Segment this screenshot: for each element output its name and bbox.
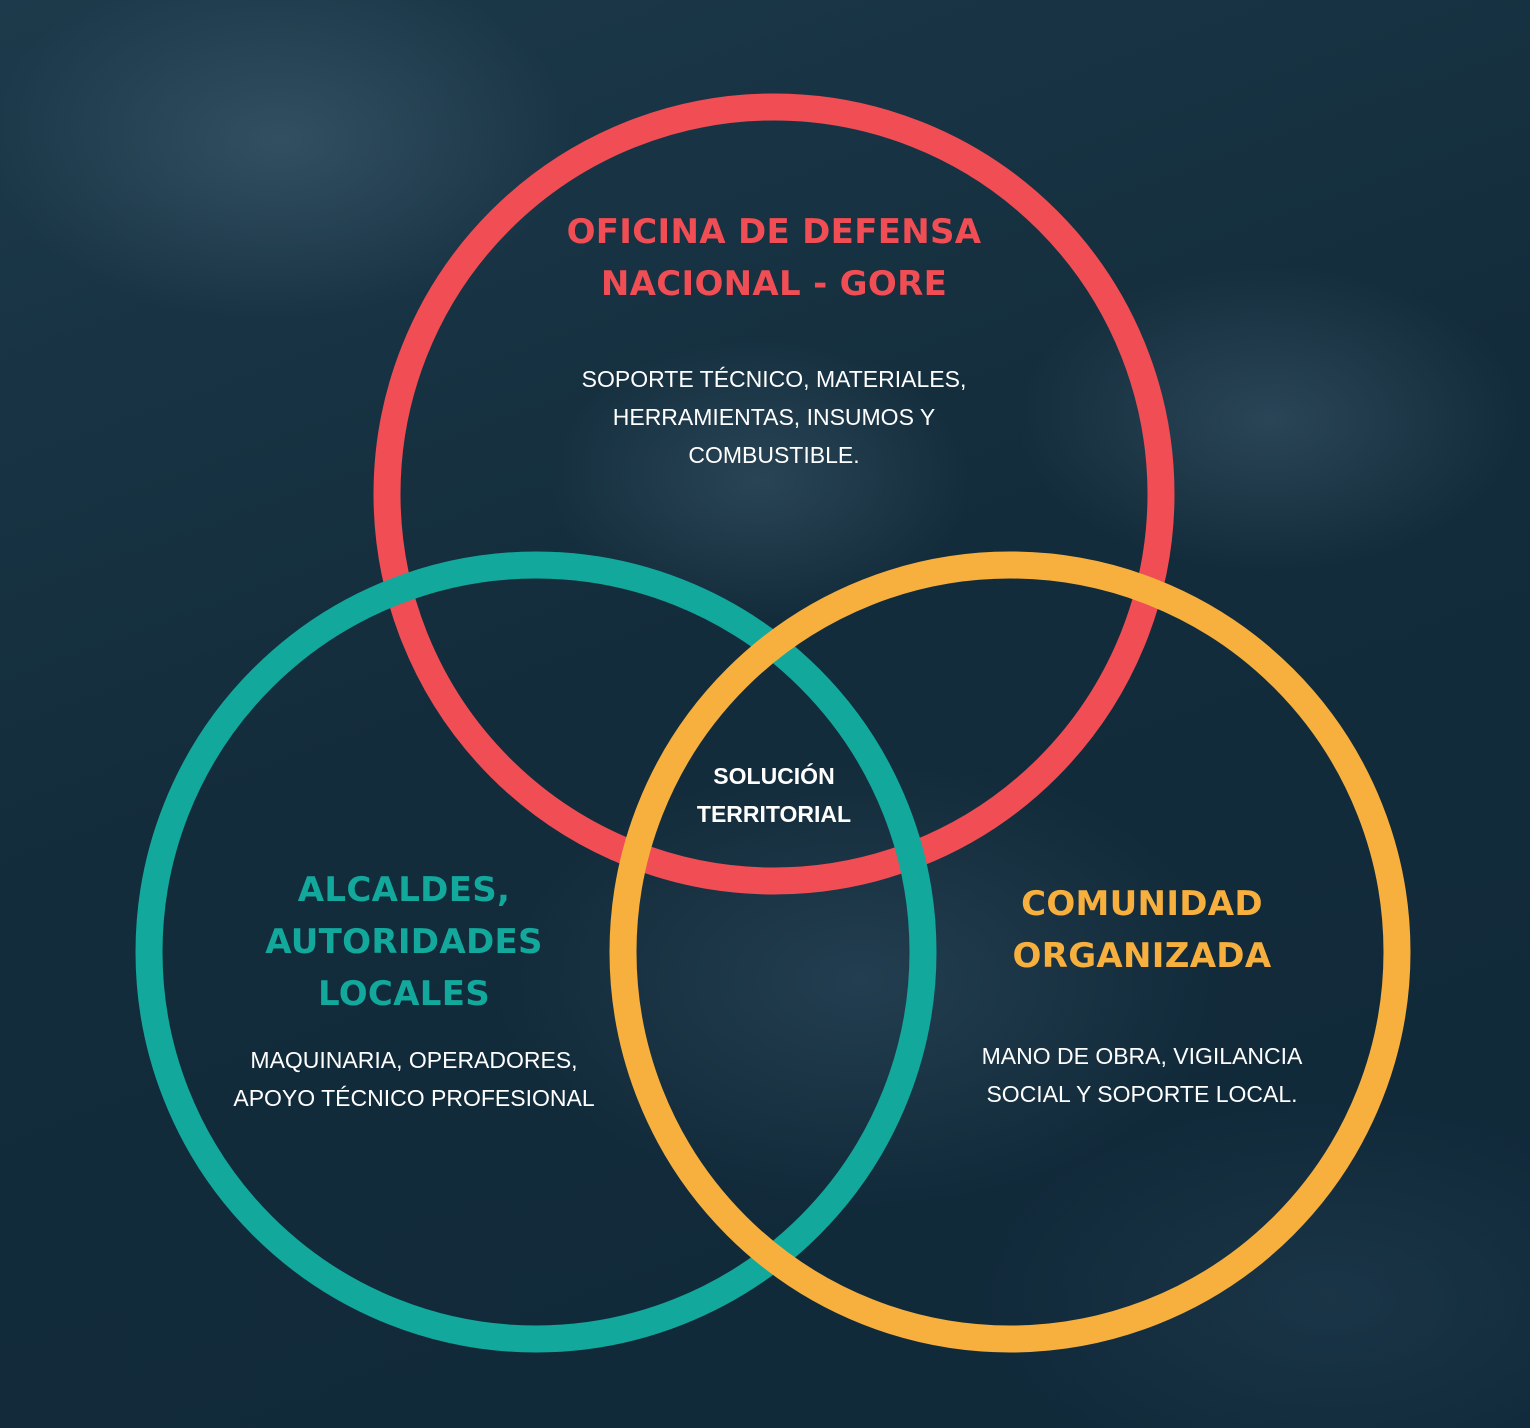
alcaldes-title: ALCALDES, AUTORIDADES LOCALES xyxy=(265,870,543,1014)
comunidad-description: MANO DE OBRA, VIGILANCIA SOCIAL Y SOPORT… xyxy=(981,1043,1303,1107)
oficina-defensa-title: OFICINA DE DEFENSA NACIONAL - GORE xyxy=(566,212,982,304)
circle-alcaldes xyxy=(135,551,937,1353)
comunidad-title: COMUNIDAD ORGANIZADA xyxy=(1012,884,1272,976)
solucion-territorial-label: SOLUCIÓN TERRITORIAL xyxy=(696,763,852,827)
oficina-defensa-description: SOPORTE TÉCNICO, MATERIALES, HERRAMIENTA… xyxy=(581,366,967,468)
circle-comunidad xyxy=(609,551,1411,1353)
alcaldes-description: MAQUINARIA, OPERADORES, APOYO TÉCNICO PR… xyxy=(233,1047,595,1111)
circle-oficina-defensa xyxy=(373,93,1175,895)
